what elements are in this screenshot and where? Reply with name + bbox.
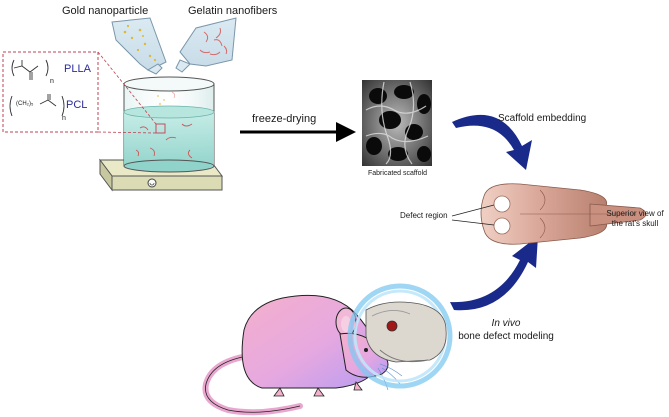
rat-skull-superior-view bbox=[480, 183, 647, 245]
pcl-subscript: n bbox=[62, 115, 66, 122]
knob-icon bbox=[147, 178, 157, 188]
zoom-indicator-box bbox=[155, 123, 166, 134]
bone-defect-modeling-label: bone defect modeling bbox=[458, 331, 554, 342]
gold-nanoparticle-label: Gold nanoparticle bbox=[62, 5, 149, 17]
scaffold-embedding-arrow bbox=[452, 114, 532, 170]
fabricated-scaffold-label: Fabricated scaffold bbox=[368, 170, 428, 177]
plla-subscript: n bbox=[50, 78, 54, 85]
freeze-drying-label: freeze-drying bbox=[252, 113, 317, 125]
polymer-structure-box bbox=[2, 51, 99, 133]
superior-view-label-line1: Superior view of bbox=[606, 209, 664, 218]
in-vivo-label: In vivo bbox=[491, 318, 521, 329]
pcl-label: PCL bbox=[66, 99, 88, 111]
plla-label: PLLA bbox=[64, 63, 91, 75]
plla-structure bbox=[11, 59, 49, 80]
skull-eye-socket bbox=[386, 320, 398, 332]
defect-leader-lines bbox=[451, 204, 495, 226]
gelatin-nanofibers-flask bbox=[171, 17, 237, 99]
pcl-chain-label: (CH₂)₅ bbox=[16, 101, 34, 107]
defect-circle-left bbox=[493, 195, 511, 213]
in-vivo-arrow bbox=[450, 236, 538, 311]
defect-region-label: Defect region bbox=[400, 211, 448, 220]
scaffold-sem-image bbox=[362, 80, 432, 166]
pcl-structure bbox=[9, 94, 65, 117]
scaffold-embedding-label: Scaffold embedding bbox=[498, 113, 587, 124]
rat-skull-model bbox=[365, 301, 447, 363]
rat-illustration bbox=[202, 294, 403, 416]
defect-circle-right bbox=[493, 217, 511, 235]
superior-view-label-line2: the rat's skull bbox=[611, 219, 659, 228]
beaker bbox=[123, 76, 215, 173]
gelatin-nanofibers-label: Gelatin nanofibers bbox=[188, 5, 278, 17]
freeze-drying-arrow bbox=[240, 122, 356, 142]
